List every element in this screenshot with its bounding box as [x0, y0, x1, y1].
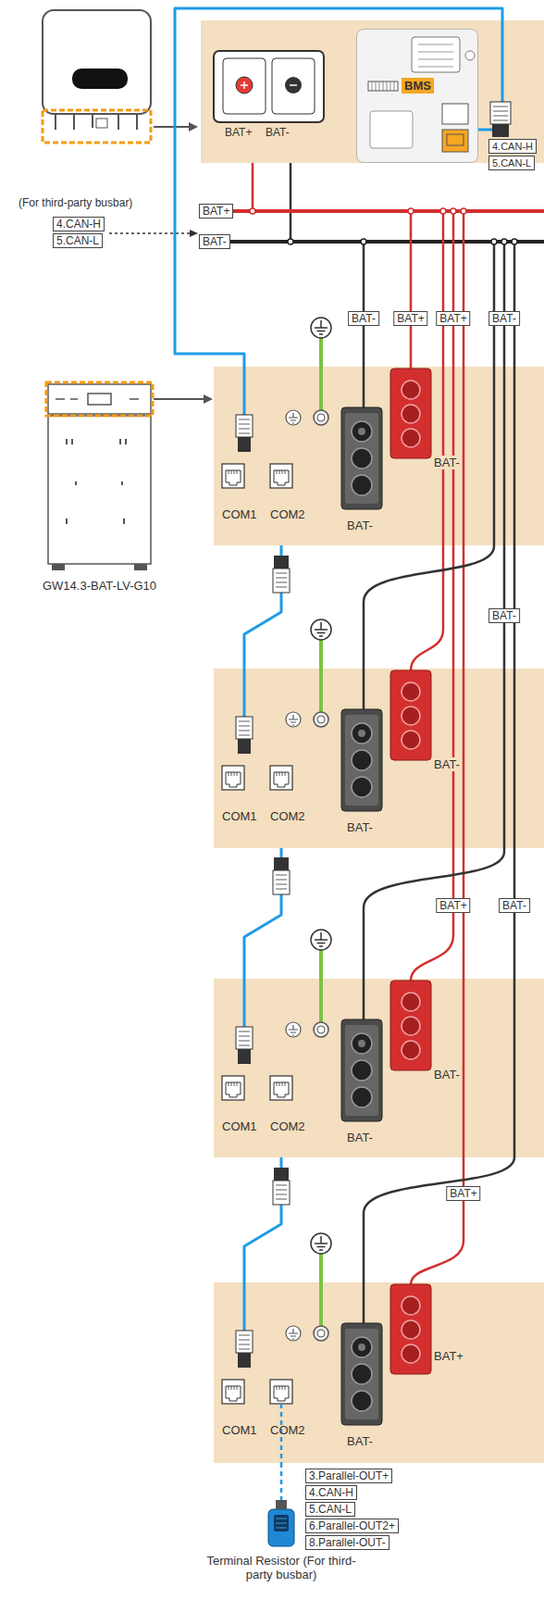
signal-tag: 5.CAN-L	[52, 233, 103, 248]
signal-tag-holder: BAT-	[198, 234, 231, 249]
signal-tag: BAT-	[488, 607, 520, 623]
node-text-holder: BAT+	[224, 125, 252, 140]
node-text: COM1	[222, 1118, 258, 1133]
signal-tag-holder: BAT-	[498, 895, 531, 913]
node-text: BAT-	[346, 819, 373, 834]
signal-tag-holder: 4.CAN-H	[52, 216, 105, 232]
node-text: BAT-	[346, 1433, 373, 1447]
signal-tag-holder: BAT+	[435, 895, 470, 913]
communication-cable	[174, 8, 503, 367]
signal-tag-holder: 8.Parallel-OUT-	[305, 1533, 390, 1549]
node-text: GW14.3-BAT-LV-G10	[27, 578, 172, 593]
node-text-holder: BAT-	[432, 455, 462, 470]
node-text-holder: BAT-	[346, 1129, 373, 1144]
node-text: COM2	[270, 808, 306, 823]
signal-tag: 3.Parallel-OUT+	[305, 1467, 393, 1483]
node-text-holder: COM1	[222, 1118, 258, 1133]
node-text-holder: Terminal Resistor (For third-party busba…	[202, 1552, 360, 1581]
node-text-holder: COM1	[222, 808, 258, 823]
signal-tag-holder: 6.Parallel-OUT2+	[305, 1517, 399, 1533]
signal-tag: BAT-	[347, 310, 380, 326]
node-text: COM1	[222, 1421, 258, 1436]
signal-tag: BAT-	[488, 310, 520, 326]
node-text-holder: BAT+	[432, 1347, 466, 1362]
signal-tag-holder: 5.CAN-L	[52, 233, 103, 248]
node-text: COM2	[270, 506, 306, 521]
signal-tag: BAT+	[435, 310, 470, 326]
signal-tag-holder: BAT+	[445, 1183, 481, 1200]
node-text: BAT-	[346, 1129, 373, 1144]
signal-tag-holder: 4.CAN-H	[305, 1483, 358, 1499]
node-text: COM1	[222, 808, 258, 823]
node-text-holder: COM2	[270, 506, 306, 521]
node-text: BAT-	[265, 125, 290, 140]
signal-tag: 4.CAN-H	[488, 138, 537, 154]
bms-label: BMS	[401, 77, 434, 94]
signal-tag-holder: BAT+	[435, 309, 470, 326]
node-text: Terminal Resistor (For third-party busba…	[202, 1552, 360, 1581]
signal-tag-holder: BAT-	[347, 309, 380, 326]
node-text-holder: COM1	[222, 1421, 258, 1436]
node-text-holder: BAT-	[265, 125, 290, 140]
node-text-holder: COM1	[222, 506, 258, 521]
signal-tag: BAT+	[435, 897, 470, 913]
signal-tag: BAT+	[198, 203, 234, 219]
node-text-holder: COM2	[270, 1421, 306, 1436]
signal-tag: 6.Parallel-OUT2+	[305, 1517, 399, 1533]
node-text-holder: BAT-	[346, 819, 373, 834]
node-text: COM2	[270, 1118, 306, 1133]
node-text: BAT-	[346, 518, 373, 532]
note-text: (For third-party busbar)	[18, 196, 133, 211]
node-text: BAT+	[432, 1347, 466, 1362]
node-text: COM1	[222, 506, 258, 521]
node-text-holder: COM2	[270, 1118, 306, 1133]
signal-tag-holder: 5.CAN-L	[488, 155, 535, 171]
signal-tag: BAT-	[498, 897, 531, 913]
signal-tag-holder: BAT-	[488, 605, 520, 623]
signal-tag: BAT-	[198, 234, 231, 249]
signal-tag: 4.CAN-H	[52, 216, 105, 232]
signal-tag: 5.CAN-L	[488, 155, 535, 171]
node-text-holder: BAT-	[346, 518, 373, 532]
node-text: BAT-	[432, 756, 462, 771]
signal-tag-holder: BAT-	[488, 309, 520, 326]
node-text-holder: COM2	[270, 808, 306, 823]
signal-tag-holder: 3.Parallel-OUT+	[305, 1467, 393, 1483]
signal-tag: BAT+	[445, 1185, 481, 1200]
node-text-holder: BAT-	[346, 1433, 373, 1447]
node-text: COM2	[270, 1421, 306, 1436]
signal-tag-holder: 5.CAN-L	[305, 1500, 356, 1516]
node-text: BAT-	[432, 455, 462, 470]
signal-tag: 8.Parallel-OUT-	[305, 1533, 390, 1549]
signal-tag: 5.CAN-L	[305, 1500, 356, 1516]
signal-tag-holder: BAT+	[198, 203, 234, 219]
signal-tag-holder: BAT+	[393, 309, 428, 326]
node-text-holder: BAT-	[432, 1066, 462, 1081]
node-text: BAT-	[432, 1066, 462, 1081]
node-text-holder: BAT-	[432, 756, 462, 771]
signal-tag: BAT+	[393, 310, 428, 326]
communication-cable	[280, 1461, 284, 1499]
bms-label-holder: BMS	[401, 77, 434, 94]
node-text: BAT+	[224, 125, 252, 140]
signal-tag: 4.CAN-H	[305, 1483, 358, 1499]
note-text-holder: (For third-party busbar)	[18, 196, 133, 211]
node-text-holder: GW14.3-BAT-LV-G10	[27, 578, 172, 593]
signal-tag-holder: 4.CAN-H	[488, 138, 537, 154]
